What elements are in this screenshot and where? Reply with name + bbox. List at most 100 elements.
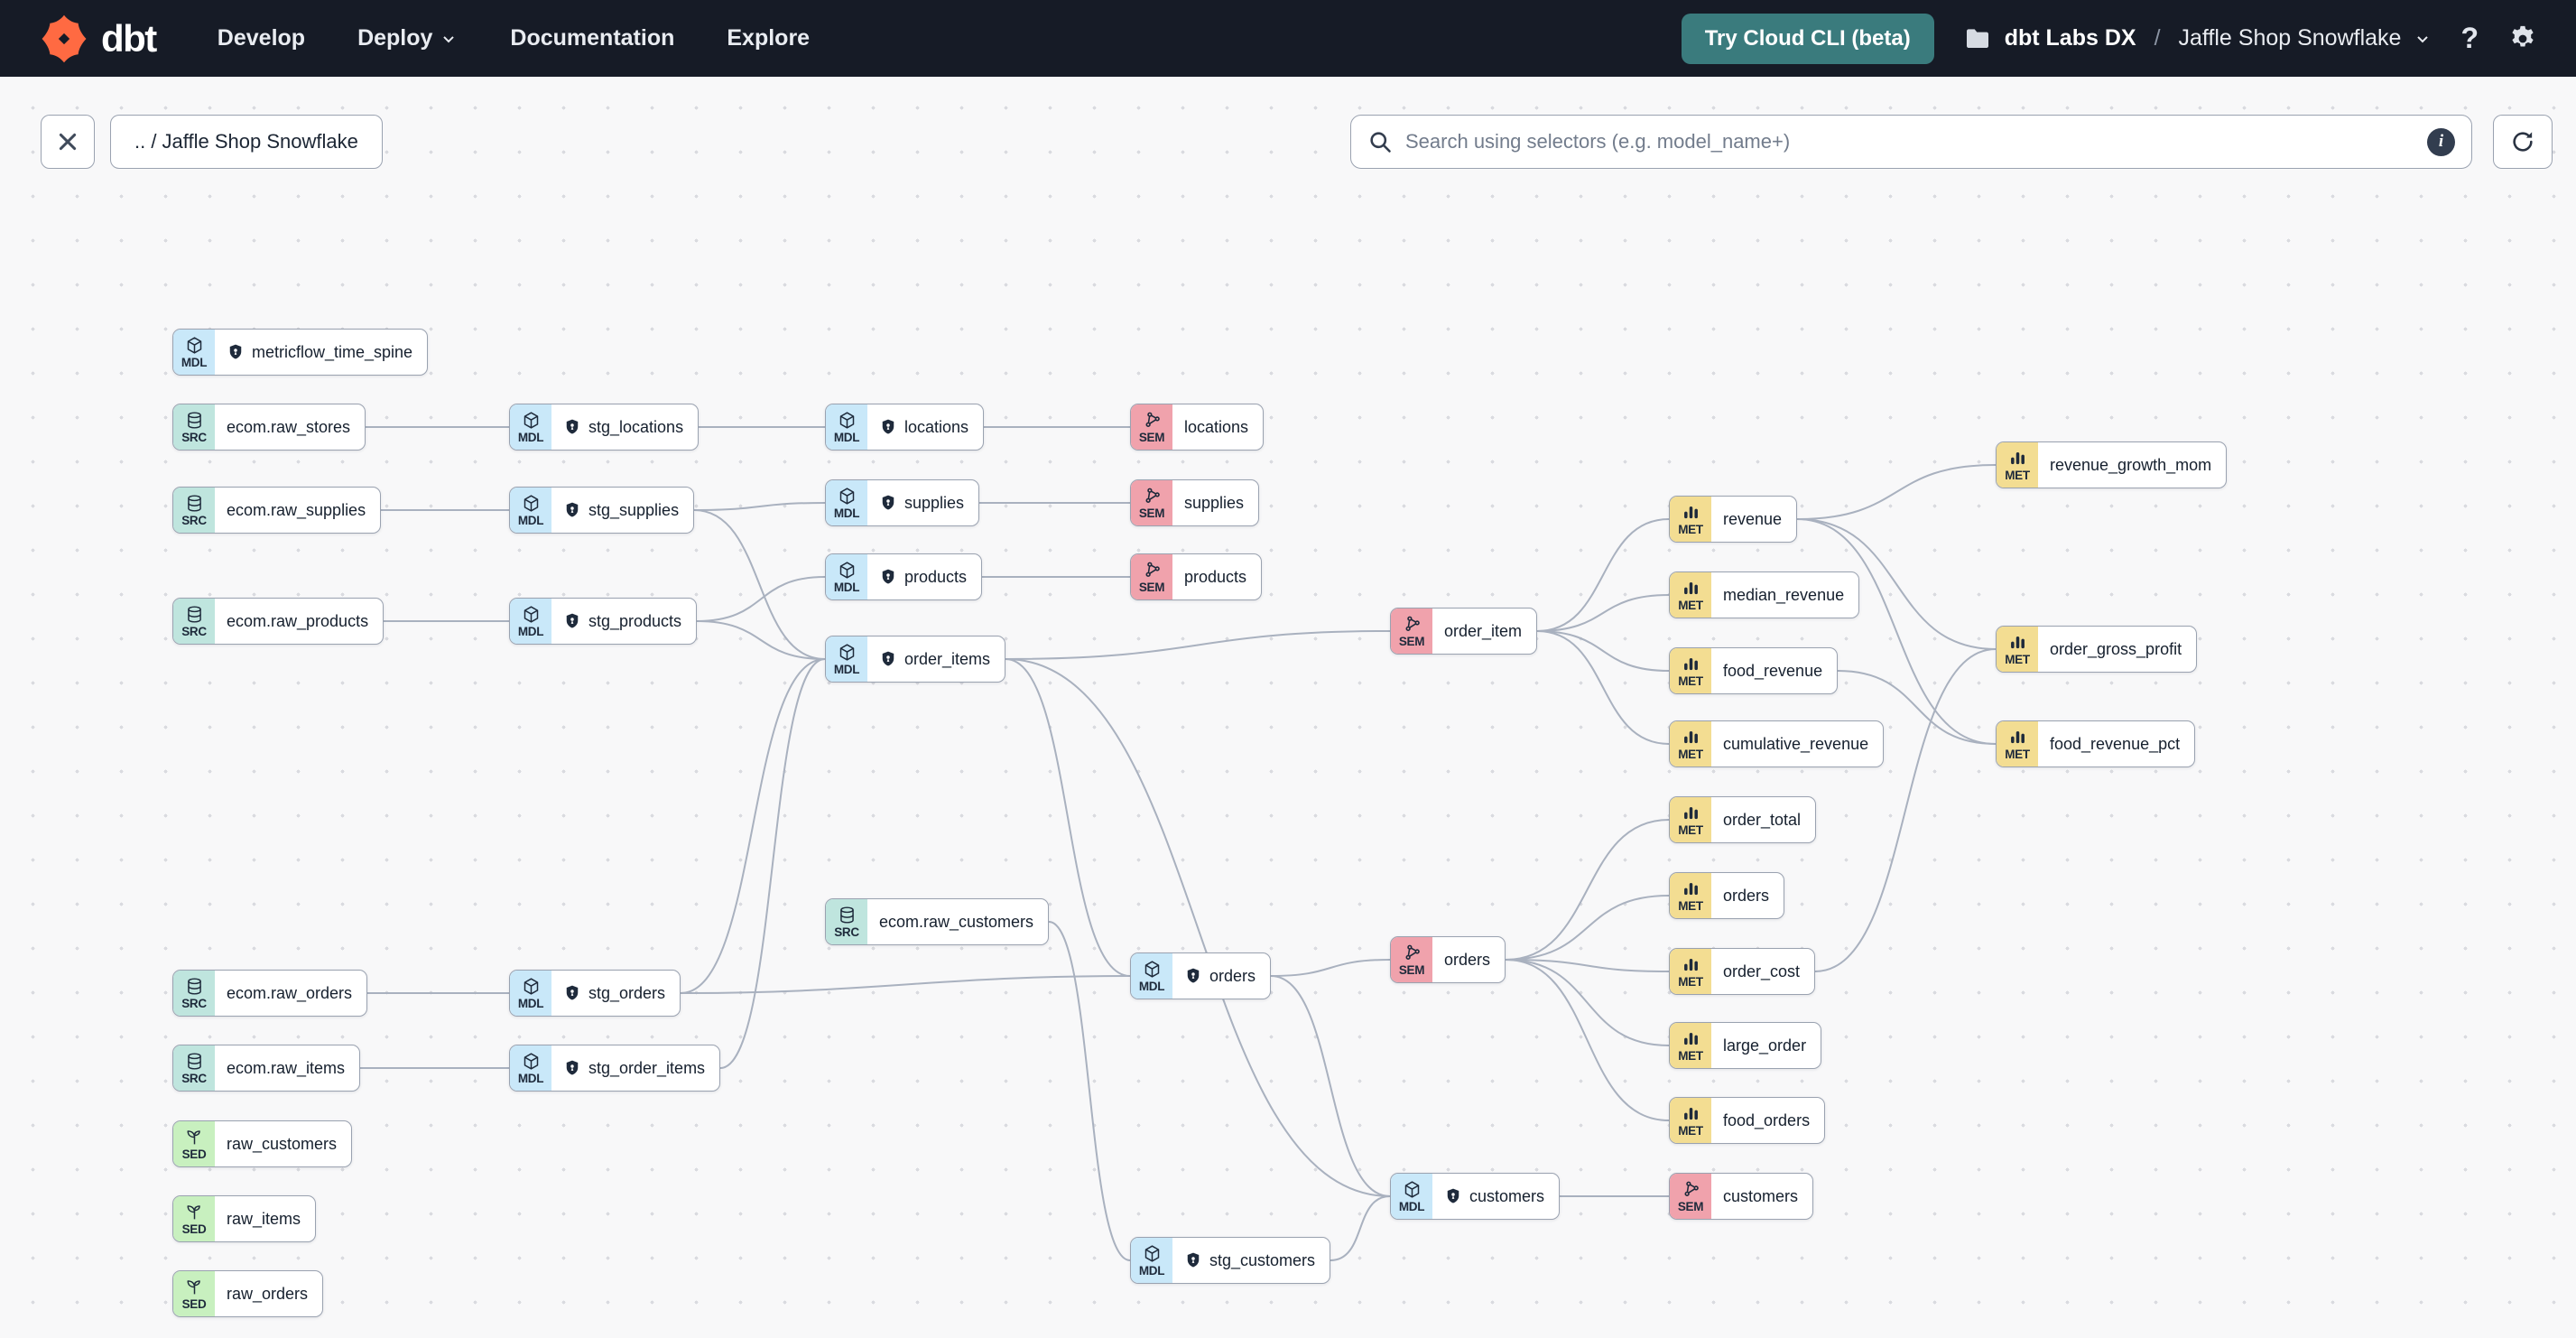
node-label: ecom.raw_products	[227, 611, 369, 630]
model-cube-icon: MDL	[826, 404, 867, 450]
node-type-badge: MDL	[517, 513, 544, 527]
node-type-badge: MET	[2005, 652, 2030, 666]
metric-bars-icon: MET	[1670, 1098, 1711, 1143]
node-label: supplies	[1184, 493, 1245, 512]
nav-item-deploy[interactable]: Deploy	[357, 25, 458, 51]
node-label: order_items	[904, 649, 991, 668]
lineage-edge	[1536, 630, 1670, 745]
lineage-edge	[1536, 594, 1670, 632]
metric-bars-icon: MET	[1670, 949, 1711, 994]
graph-node-mdl_stg_orders[interactable]: MDL stg_orders	[509, 970, 681, 1017]
semantic-model-icon: SEM	[1670, 1174, 1711, 1219]
node-type-badge: MDL	[1398, 1199, 1425, 1213]
help-icon[interactable]: ?	[2460, 22, 2479, 54]
source-database-icon: SRC	[173, 1045, 215, 1091]
try-cloud-cli-button[interactable]: Try Cloud CLI (beta)	[1681, 13, 1934, 64]
graph-node-met_food_orders[interactable]: MET food_orders	[1669, 1097, 1826, 1144]
refresh-button[interactable]	[2493, 115, 2553, 169]
nav-item-explore[interactable]: Explore	[727, 25, 811, 51]
lineage-edge	[696, 620, 826, 660]
dbt-logo[interactable]: dbt	[38, 13, 157, 65]
node-type-badge: MDL	[1138, 1263, 1165, 1278]
node-type-badge: SRC	[181, 513, 207, 527]
top-navbar: dbt Develop Deploy Documentation Explore…	[0, 0, 2576, 77]
dbt-mark-icon	[42, 14, 87, 62]
chevron-down-icon	[443, 35, 455, 42]
lineage-edge	[680, 658, 826, 994]
metric-bars-icon: MET	[1670, 873, 1711, 918]
close-lineage-button[interactable]	[41, 115, 95, 169]
model-cube-icon: MDL	[510, 971, 551, 1016]
node-type-badge: MET	[1678, 898, 1703, 913]
gear-icon[interactable]	[2507, 23, 2538, 54]
seed-sprout-icon: SED	[173, 1121, 215, 1166]
node-type-badge: SEM	[1398, 634, 1425, 648]
search-input[interactable]	[1405, 130, 2414, 153]
info-icon[interactable]: i	[2427, 127, 2455, 156]
node-type-badge: MET	[1678, 598, 1703, 612]
chevron-down-icon[interactable]	[2414, 30, 2432, 48]
lineage-edge	[696, 576, 826, 622]
account-name[interactable]: dbt Labs DX	[2004, 25, 2136, 51]
access-shield-icon	[566, 985, 579, 1000]
node-label: stg_orders	[588, 983, 666, 1002]
model-cube-icon: MDL	[173, 330, 215, 375]
node-label: food_orders	[1723, 1110, 1811, 1129]
lineage-edge	[1796, 464, 1997, 520]
node-type-badge: MET	[1678, 974, 1703, 989]
search-icon	[1370, 132, 1391, 153]
node-type-badge: SEM	[1138, 580, 1165, 594]
nav-item-develop[interactable]: Develop	[217, 25, 306, 51]
lineage-edges-layer	[359, 425, 1997, 1261]
lineage-edge	[1837, 670, 1997, 745]
node-type-badge: SED	[181, 1222, 207, 1236]
breadcrumb[interactable]: .. / Jaffle Shop Snowflake	[110, 115, 383, 169]
lineage-edge	[1796, 518, 1997, 745]
project-name[interactable]: Jaffle Shop Snowflake	[2178, 25, 2402, 51]
nav-item-documentation[interactable]: Documentation	[510, 25, 675, 51]
selector-search[interactable]: i	[1350, 115, 2472, 169]
node-label: supplies	[904, 493, 965, 512]
account-project-breadcrumb[interactable]: dbt Labs DX / Jaffle Shop Snowflake	[1963, 24, 2432, 53]
node-label: raw_orders	[227, 1284, 309, 1303]
